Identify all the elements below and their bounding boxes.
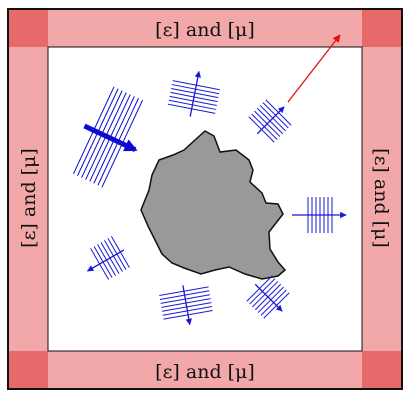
propagation-arrow	[83, 123, 138, 152]
label-right: [ε] and [μ]	[370, 148, 392, 248]
pml-band-left	[8, 9, 48, 389]
wave-bottom	[159, 285, 213, 326]
propagation-arrow	[182, 285, 193, 326]
label-top: [ε] and [μ]	[155, 19, 255, 41]
propagation-arrow	[189, 70, 202, 117]
propagation-arrow	[254, 283, 283, 312]
pml-corner-top-right	[362, 9, 402, 47]
scatterer-object	[140, 130, 287, 280]
propagation-arrow	[256, 106, 285, 135]
propagation-arrow	[86, 249, 125, 272]
pml-corner-bottom-left	[8, 351, 48, 389]
pml-corner-bottom-right	[362, 351, 402, 389]
wave-top	[168, 70, 220, 117]
wave-top-right	[248, 99, 292, 143]
outer-frame	[7, 8, 403, 390]
label-left: [ε] and [μ]	[18, 148, 40, 248]
incident-wave	[72, 86, 144, 188]
escaping-ray-arrow	[287, 34, 341, 103]
wave-bottom-right	[246, 275, 290, 319]
wave-right	[292, 197, 347, 233]
pml-corner-top-left	[8, 9, 48, 47]
pml-band-right	[362, 9, 402, 389]
scattered-waves	[86, 70, 347, 326]
label-bottom: [ε] and [μ]	[155, 361, 255, 383]
wave-bottom-left	[86, 236, 130, 280]
pml-band-bottom	[8, 351, 402, 389]
incident-wavefronts	[72, 86, 144, 188]
